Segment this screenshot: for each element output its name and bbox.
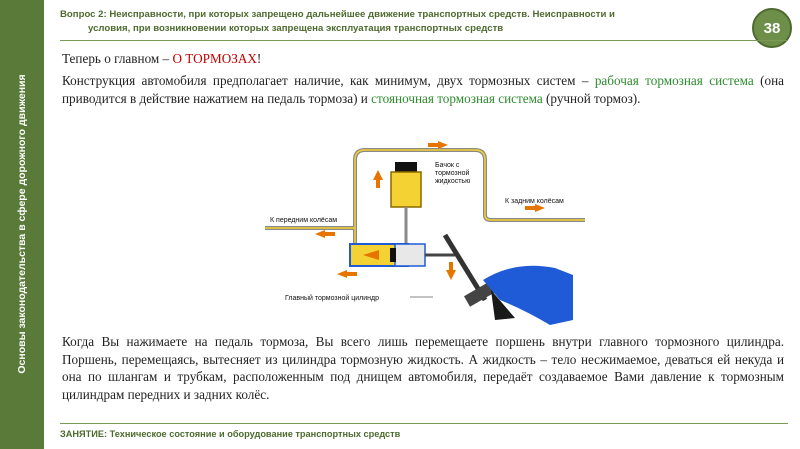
header-line-2: условия, при возникновении которых запре… (88, 23, 504, 34)
intro-suffix: ! (256, 51, 262, 66)
p1-text-3: (ручной тормоз). (542, 90, 641, 106)
p1-text-2: (она приводится в действие нажатием на п… (62, 73, 784, 106)
reservoir-cap (395, 162, 417, 172)
tank-label-3: жидкостью (435, 178, 470, 185)
intro-highlight: О ТОРМОЗАХ (172, 51, 257, 66)
brake-fluid-reservoir (390, 171, 422, 208)
brake-system-diagram: Бачок с тормозной жидкостью К задним кол… (265, 141, 585, 325)
front-wheels-label: К передним колёсам (270, 217, 337, 224)
paragraph-how-brakes-work: Когда Вы нажимаете на педаль тормоза, Вы… (62, 334, 784, 402)
p1-service-brake: рабочая тормозная система (594, 73, 754, 88)
tank-label-2: тормозной (435, 169, 470, 177)
p1-text-1: Конструкция автомобиля предполагает нали… (62, 73, 595, 88)
header-divider (60, 40, 788, 41)
driver-shoe (483, 265, 573, 325)
rear-wheels-label: К задним колёсам (505, 198, 564, 205)
tank-label-1: Бачок с (435, 162, 460, 169)
brake-pedal (464, 281, 496, 307)
p1-parking-brake: стояночная тормозная система (371, 90, 543, 106)
paragraph-brake-systems: Конструкция автомобиля предполагает нали… (62, 72, 784, 107)
sidebar: Основы законодательства в сфере дорожног… (0, 0, 44, 449)
sidebar-title: Основы законодательства в сфере дорожног… (16, 74, 28, 374)
master-cylinder-label: Главный тормозной цилиндр (285, 294, 379, 302)
flow-arrows (315, 141, 545, 280)
intro-prefix: Теперь о главном – (62, 51, 173, 66)
header-line-1: Вопрос 2: Неисправности, при которых зап… (60, 9, 615, 20)
slide-header: Вопрос 2: Неисправности, при которых зап… (60, 8, 740, 36)
footer-lesson: ЗАНЯТИЕ: Техническое состояние и оборудо… (60, 429, 401, 439)
page-number-badge: 38 (752, 8, 792, 48)
intro-title: Теперь о главном – О ТОРМОЗАХ! (62, 50, 784, 68)
footer-divider (60, 423, 788, 424)
